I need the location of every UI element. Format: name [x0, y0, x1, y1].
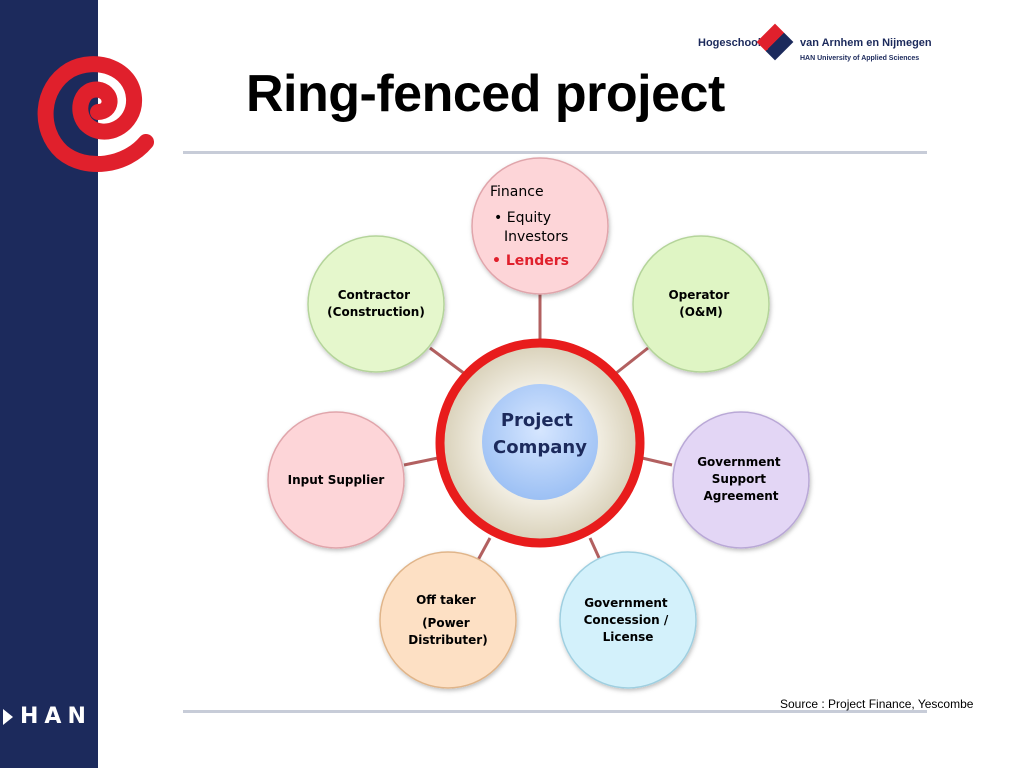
finance-highlight: • Lenders: [492, 253, 569, 269]
node-input-supplier: Input Supplier: [267, 411, 405, 549]
input-supplier-line-1: Input Supplier: [288, 473, 385, 487]
connector-lines: [403, 294, 673, 561]
connector-government-support: [641, 456, 673, 467]
finance-title: Finance: [490, 184, 544, 200]
off-taker-line-2: (Power: [422, 616, 470, 630]
contractor-circle: [307, 235, 445, 373]
svg-text:Off taker (Power D: Off taker (Power Distributer): [408, 593, 487, 647]
connector-government-concession: [588, 537, 602, 561]
project-company-line-1: Project: [501, 410, 573, 431]
node-government-concession: Government Concession / License: [559, 551, 697, 689]
play-triangle-icon: [3, 709, 13, 725]
svg-text:Government Support: Government Support Agreement: [697, 455, 785, 503]
government-support-line-1: Government: [697, 455, 781, 469]
university-name-right: van Arnhem en Nijmegen: [800, 37, 932, 49]
government-support-circle: [672, 411, 810, 549]
project-company-line-2: Company: [493, 437, 587, 458]
han-logo: HAN: [0, 702, 98, 732]
government-support-line-2: Support: [712, 472, 767, 486]
university-subtitle: HAN University of Applied Sciences: [800, 55, 920, 62]
connector-contractor: [429, 346, 466, 376]
finance-circle: [471, 157, 609, 295]
spiral-logo-icon: [37, 56, 154, 172]
slide-title: Ring-fenced project: [246, 65, 725, 123]
off-taker-line-3: Distributer): [408, 633, 487, 647]
node-finance: Finance • Equity Investors • Lenders: [471, 157, 609, 295]
connector-operator: [614, 346, 649, 376]
han-logo-text: HAN: [20, 704, 92, 729]
project-company-core: Project Company: [435, 338, 645, 548]
finance-bullet-1: • Equity: [494, 210, 551, 226]
government-concession-line-2: Concession /: [584, 613, 669, 627]
svg-text:Government Concession /: Government Concession / License: [584, 596, 673, 644]
title-divider: [183, 151, 927, 154]
source-citation: Source : Project Finance, Yescombe: [780, 697, 974, 711]
svg-text:Project Company: Project Company: [493, 410, 587, 458]
government-concession-circle: [559, 551, 697, 689]
project-company-bubble: [482, 384, 598, 500]
contractor-line-1: Contractor: [338, 288, 410, 302]
footer-divider: [183, 710, 927, 713]
operator-line-1: Operator: [668, 288, 729, 302]
operator-line-2: (O&M): [679, 305, 723, 319]
svg-text:Finance • Equity I: Finance • Equity Investors • Lenders: [490, 184, 573, 269]
contractor-line-2: (Construction): [327, 305, 425, 319]
university-logo: Hogeschool van Arnhem en Nijmegen HAN Un…: [696, 23, 936, 69]
connector-off-taker: [476, 537, 492, 561]
university-name-left: Hogeschool: [698, 37, 761, 49]
connector-input-supplier: [403, 456, 439, 467]
svg-text:Contractor (Construction: Contractor (Construction): [327, 288, 425, 319]
government-concession-line-1: Government: [584, 596, 668, 610]
svg-text:Operator (O&M): Operator (O&M): [668, 288, 733, 319]
finance-bullet-2: Investors: [504, 229, 568, 245]
off-taker-circle: [379, 551, 517, 689]
government-concession-line-3: License: [603, 630, 654, 644]
svg-text:Input Supplier: Input Supplier: [288, 473, 385, 487]
node-contractor: Contractor (Construction): [307, 235, 445, 373]
operator-circle: [632, 235, 770, 373]
node-off-taker: Off taker (Power Distributer): [379, 551, 517, 689]
node-government-support: Government Support Agreement: [672, 411, 810, 549]
sidebar-band: HAN: [0, 0, 154, 768]
input-supplier-circle: [267, 411, 405, 549]
off-taker-line-1: Off taker: [416, 593, 476, 607]
node-operator: Operator (O&M): [632, 235, 770, 373]
government-support-line-3: Agreement: [704, 489, 779, 503]
